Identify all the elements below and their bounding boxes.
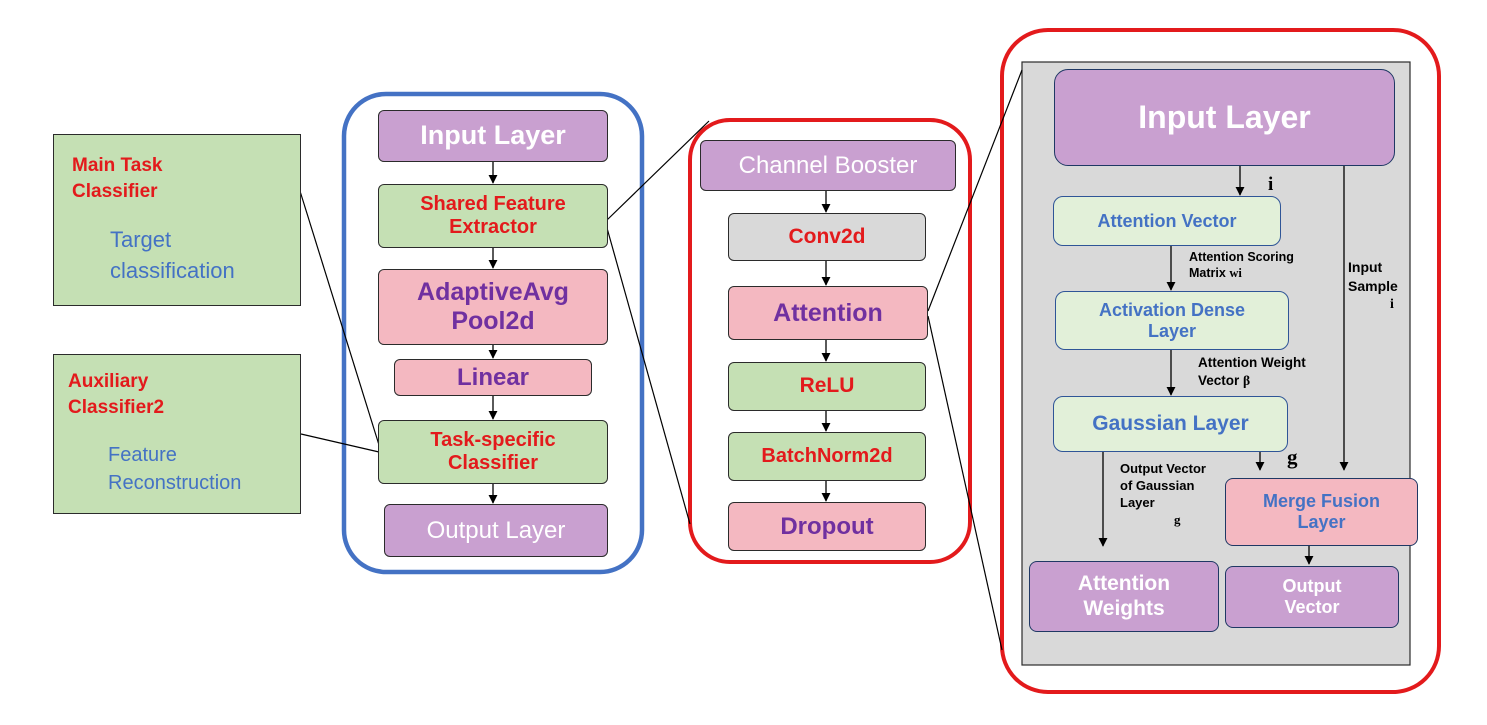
auxiliary-subtitle: Feature Reconstruction	[108, 444, 242, 494]
main-task-panel: Main Task Classifier Target classificati…	[53, 134, 301, 306]
main-task-subtitle: Target classification	[110, 227, 235, 283]
beta-symbol: β	[1243, 372, 1251, 388]
relu-node: ReLU	[728, 362, 926, 411]
gaussian-output-label: Output Vector of Gaussian Layer g	[1120, 461, 1206, 527]
attention-weight-label: Attention Weight Vector β	[1198, 355, 1306, 388]
auxiliary-title: Auxiliary Classifier2	[68, 371, 165, 418]
activation-dense-layer-node: Activation Dense Layer	[1055, 291, 1289, 350]
adaptive-avg-pool-node: AdaptiveAvg Pool2d	[378, 269, 608, 345]
link-extractor-top	[606, 120, 710, 221]
conv2d-node: Conv2d	[728, 213, 926, 261]
input-sample-label: Input Sample i	[1348, 258, 1398, 315]
channel-booster-node: Channel Booster	[700, 140, 956, 191]
attention-node: Attention	[728, 286, 928, 340]
merge-fusion-layer-node: Merge Fusion Layer	[1225, 478, 1418, 546]
auxiliary-panel: Auxiliary Classifier2 Feature Reconstruc…	[53, 354, 301, 514]
batchnorm2d-node: BatchNorm2d	[728, 432, 926, 481]
gaussian-output-label-symbol: g	[1174, 511, 1181, 527]
attention-vector-node: Attention Vector	[1053, 196, 1281, 246]
link-main-task	[299, 190, 380, 446]
task-specific-classifier-node: Task-specific Classifier	[378, 420, 608, 484]
red-frame-mid	[688, 118, 972, 564]
link-attention-bottom	[927, 315, 1003, 651]
output-vector-node: Output Vector	[1225, 566, 1399, 628]
input-layer-node: Input Layer	[378, 110, 608, 162]
shared-feature-extractor-node: Shared Feature Extractor	[378, 184, 608, 248]
red-frame-right	[1000, 28, 1441, 694]
output-layer-node: Output Layer	[384, 504, 608, 557]
input-sample-symbol: i	[1390, 296, 1394, 312]
attention-scoring-label: Attention Scoring Matrix wi	[1189, 250, 1294, 281]
link-attention-top	[927, 69, 1023, 312]
attention-weights-node: Attention Weights	[1029, 561, 1219, 632]
dropout-node: Dropout	[728, 502, 926, 551]
link-extractor-bottom	[606, 227, 691, 525]
attention-input-layer-node: Input Layer	[1054, 69, 1395, 166]
gaussian-layer-node: Gaussian Layer	[1053, 396, 1288, 452]
gaussian-output-symbol-g: g	[1287, 445, 1298, 469]
input-symbol-i: i	[1268, 174, 1274, 195]
scoring-symbol: wi	[1229, 266, 1242, 281]
main-task-title: Main Task Classifier	[72, 155, 163, 202]
linear-node: Linear	[394, 359, 592, 396]
link-auxiliary	[300, 433, 380, 453]
